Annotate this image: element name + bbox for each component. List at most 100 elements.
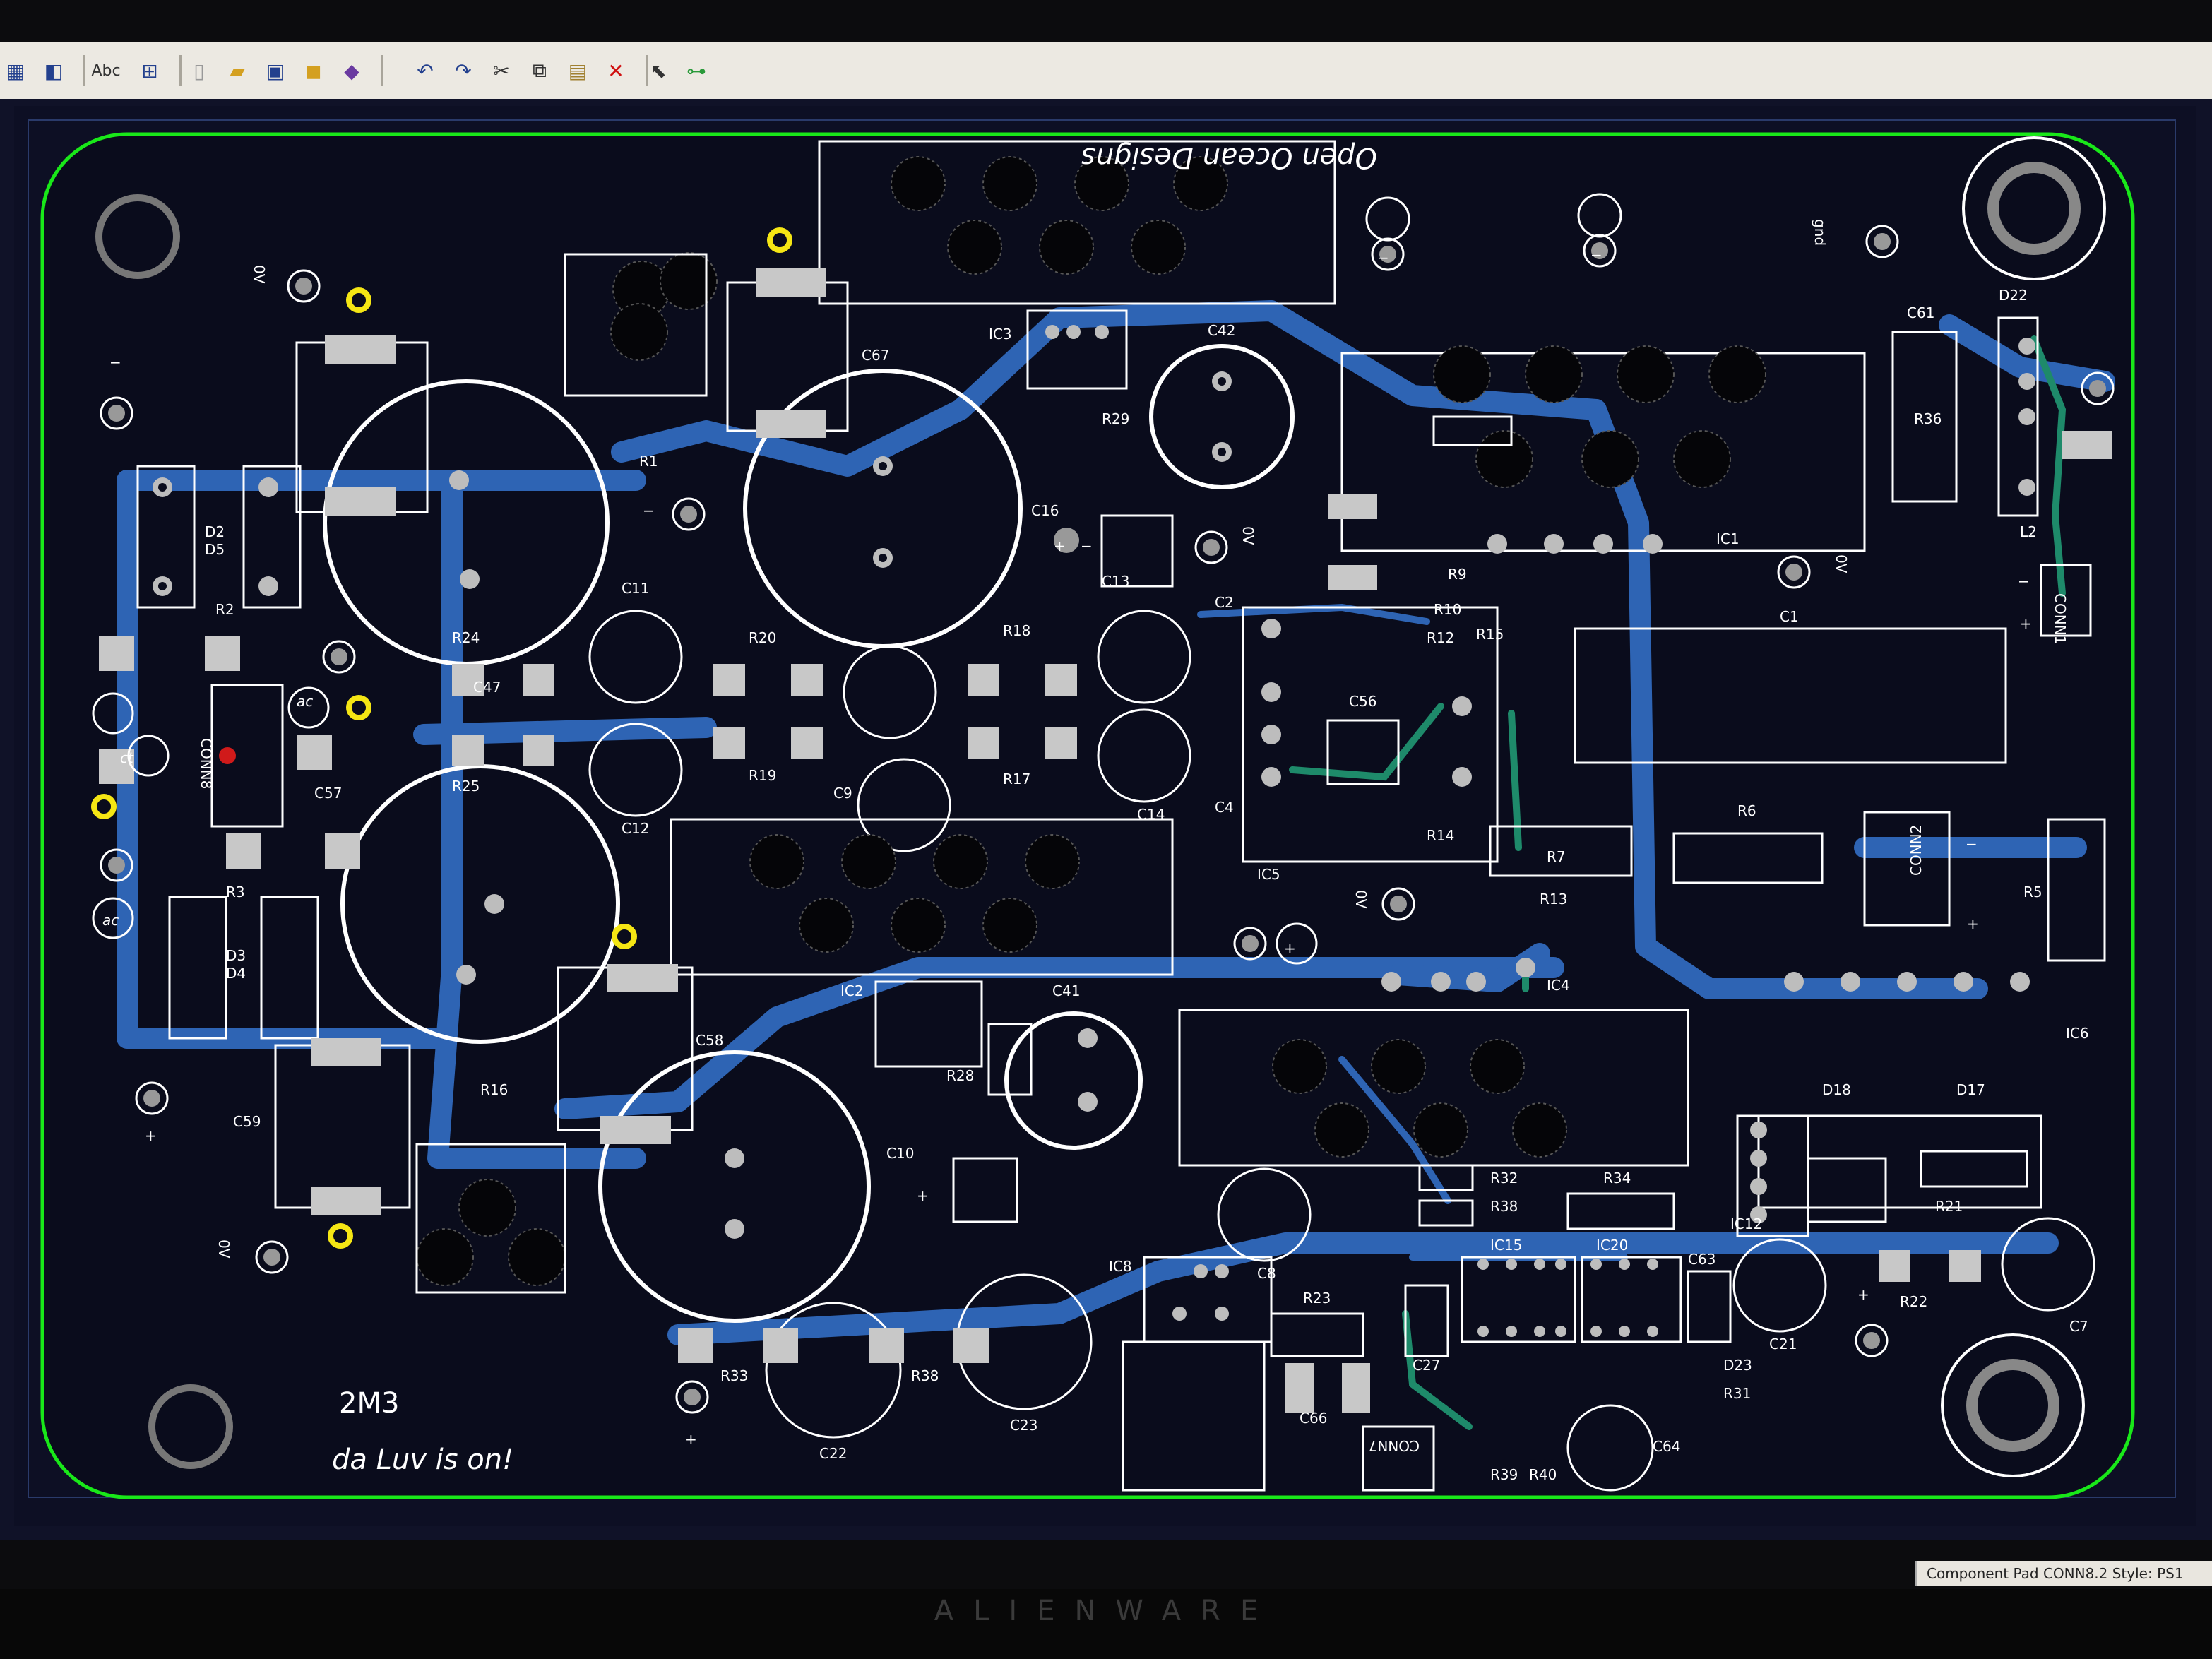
text-icon[interactable]: Abc	[91, 61, 121, 80]
label-ic15: IC15	[1490, 1237, 1522, 1254]
toolbar-group-view: ▦ ◧	[0, 52, 93, 89]
label-plus-8: +	[1054, 537, 1066, 554]
label-r33: R33	[720, 1367, 748, 1384]
label-d22: D22	[1999, 287, 2028, 304]
label-r10: R10	[1434, 601, 1461, 618]
new-file-icon[interactable]: ▯	[194, 59, 205, 83]
monitor-brand: ALIENWARE	[934, 1595, 1278, 1627]
library-icon[interactable]: ◆	[344, 59, 359, 83]
capacitor-small[interactable]	[588, 344, 2095, 1492]
toolbar-group-file: ▯ ▰ ▣ ◼ ◆	[184, 52, 391, 89]
label-r21: R21	[1935, 1198, 1963, 1215]
label-minus-7: −	[1081, 537, 1093, 554]
layers-icon[interactable]: ◧	[44, 59, 64, 83]
label-ic2: IC2	[840, 982, 864, 999]
label-c11: C11	[622, 580, 649, 597]
label-minus-1: −	[109, 354, 121, 371]
label-ac-2: ac	[102, 912, 119, 929]
product-name: 2M3	[339, 1387, 399, 1420]
label-ic12: IC12	[1730, 1215, 1762, 1232]
label-c67: C67	[862, 347, 889, 364]
net-icon[interactable]: ⊶	[686, 59, 706, 83]
inner-layer-traces	[1289, 335, 2067, 1430]
brand-text: Open Ocean Designs	[1081, 141, 1377, 174]
open-icon[interactable]: ◼	[305, 59, 322, 83]
paste-icon[interactable]: ▤	[568, 59, 588, 83]
toolbar-group-select: ⬉ ⊶	[643, 52, 712, 89]
open-folder-icon[interactable]: ▰	[230, 59, 245, 83]
label-gnd: gnd	[1812, 219, 1829, 246]
test-points[interactable]	[100, 225, 2115, 1414]
cut-icon[interactable]: ✂	[493, 59, 510, 83]
board-text: Open Ocean Designs 2M3 da Luv is on! gnd…	[102, 141, 2089, 1483]
delete-icon[interactable]: ✕	[607, 59, 624, 83]
label-c47: C47	[473, 679, 501, 696]
label-r20: R20	[749, 629, 776, 646]
label-ic6: IC6	[2066, 1025, 2089, 1042]
save-icon[interactable]: ▣	[266, 59, 285, 83]
label-c58: C58	[696, 1032, 723, 1049]
label-r19: R19	[749, 767, 776, 784]
label-c56: C56	[1349, 693, 1376, 710]
undo-icon[interactable]: ↶	[417, 59, 434, 83]
label-c61: C61	[1907, 304, 1934, 321]
label-c8: C8	[1257, 1265, 1276, 1282]
label-plus-6: +	[1967, 915, 1979, 932]
label-c63: C63	[1688, 1251, 1716, 1268]
measure-icon[interactable]: ⊞	[141, 59, 158, 83]
label-r6: R6	[1737, 802, 1756, 819]
label-r31: R31	[1723, 1385, 1751, 1402]
label-ic1: IC1	[1716, 530, 1740, 547]
label-c22: C22	[819, 1445, 847, 1462]
label-conn8: CONN8	[198, 738, 215, 789]
label-r1: R1	[639, 453, 658, 470]
redo-icon[interactable]: ↷	[455, 59, 472, 83]
select-icon[interactable]: ⬉	[650, 59, 667, 83]
label-d4: D4	[226, 965, 246, 982]
label-r40: R40	[1529, 1466, 1557, 1483]
label-ic8: IC8	[1109, 1258, 1132, 1275]
status-bar: Component Pad CONN8.2 Style: PS1	[1915, 1561, 2212, 1586]
label-c1: C1	[1780, 608, 1799, 625]
label-d2: D2	[205, 523, 225, 540]
label-r14: R14	[1427, 827, 1454, 844]
selected-pad-conn8[interactable]	[219, 747, 236, 764]
label-conn7: CONN7	[1369, 1437, 1420, 1454]
label-r39: R39	[1490, 1466, 1518, 1483]
copy-icon[interactable]: ⧉	[533, 59, 547, 82]
yellow-pads[interactable]	[91, 227, 792, 1249]
label-c66: C66	[1300, 1410, 1327, 1427]
label-0v-2: 0V	[1239, 526, 1256, 545]
corner-mounting-holes	[95, 136, 2106, 1477]
label-r17: R17	[1003, 771, 1030, 787]
label-r34: R34	[1603, 1170, 1631, 1187]
label-r12: R12	[1427, 629, 1454, 646]
toolbar-separator	[646, 55, 648, 86]
label-ic3: IC3	[989, 326, 1012, 343]
label-r7: R7	[1547, 848, 1566, 865]
label-r36: R36	[1914, 410, 1942, 427]
label-d18: D18	[1822, 1081, 1851, 1098]
toolbar: ▦ ◧ Abc ⊞ ▯ ▰ ▣ ◼ ◆ ↶ ↷ ✂ ⧉ ▤ ✕ ⬉ ⊶	[0, 42, 2212, 100]
label-r28: R28	[946, 1067, 974, 1084]
label-plus-1: +	[145, 1127, 157, 1144]
label-ct: ct	[120, 749, 134, 766]
toolbar-group-text: Abc ⊞	[85, 52, 189, 89]
label-c9: C9	[833, 785, 852, 802]
label-r29: R29	[1102, 410, 1129, 427]
label-ic20: IC20	[1596, 1237, 1628, 1254]
toolbar-separator	[381, 55, 383, 86]
label-plus-7: +	[2020, 615, 2032, 632]
label-conn2: CONN2	[1908, 825, 1925, 876]
label-l2: L2	[2020, 523, 2037, 540]
label-plus-3: +	[685, 1431, 697, 1448]
toolbar-group-edit: ↶ ↷ ✂ ⧉ ▤ ✕	[410, 52, 655, 89]
label-r22: R22	[1900, 1293, 1927, 1310]
label-d23: D23	[1723, 1357, 1752, 1374]
label-0v-1: 0V	[251, 265, 268, 284]
grid-icon[interactable]: ▦	[6, 59, 25, 83]
label-0v-3: 0V	[1833, 554, 1850, 573]
label-minus-3: −	[1590, 246, 1602, 263]
pcb-board[interactable]: Open Ocean Designs 2M3 da Luv is on! gnd…	[0, 99, 2212, 1540]
label-plus-5: +	[1284, 940, 1296, 957]
